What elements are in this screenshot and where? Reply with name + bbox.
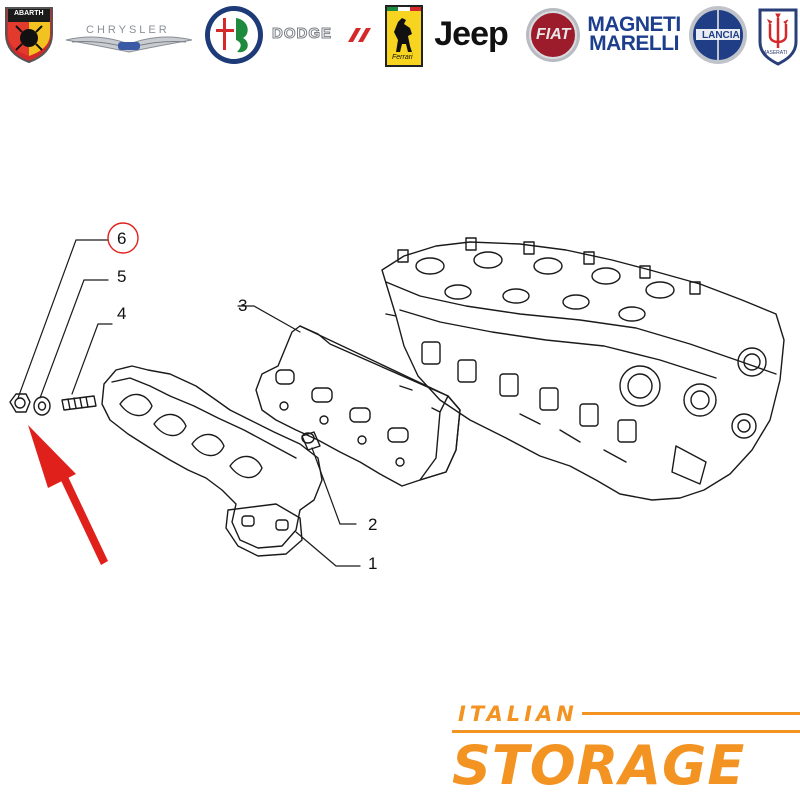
alfa-romeo-logo: [203, 4, 265, 66]
dodge-text: DODGE: [271, 25, 333, 43]
callout-2: 2: [368, 515, 378, 534]
callout-1: 1: [368, 554, 378, 573]
maserati-text: MASERATI: [762, 50, 788, 56]
callout-3: 3: [238, 296, 248, 315]
brand-stripes: [452, 712, 800, 733]
cylinder-head-drawing: [381, 237, 785, 501]
stud-drawing: [61, 395, 97, 411]
fiat-logo: FIAT: [524, 4, 582, 66]
dodge-logo: DODGE: [270, 4, 378, 64]
abarth-logo: ABARTH: [2, 4, 56, 64]
magneti-line2: MARELLI: [589, 32, 679, 55]
brand-main-text: STORAGE: [452, 734, 746, 797]
jeep-logo: Jeep: [428, 4, 514, 64]
magneti-marelli-text: MAGNETI MARELLI: [587, 13, 681, 55]
brand-top-text: ITALIAN: [458, 702, 578, 726]
washer-drawing: [33, 396, 51, 416]
magneti-line1: MAGNETI: [587, 13, 681, 36]
callout-6: 6: [117, 229, 127, 248]
chrysler-text: CHRYSLER: [86, 24, 170, 36]
dowel-drawing: [301, 431, 321, 451]
lancia-text: LANCIA: [702, 30, 740, 41]
chrysler-logo: CHRYSLER: [62, 4, 196, 64]
jeep-text: Jeep: [434, 14, 508, 53]
ferrari-text: Ferrari: [392, 54, 413, 61]
italian-storage-logo: ITALIAN STORAGE: [452, 700, 800, 800]
exhaust-manifold-drawing: [101, 365, 323, 557]
maserati-logo: MASERATI: [756, 4, 800, 66]
leader-lines: [17, 239, 361, 567]
fiat-text: FIAT: [536, 26, 571, 43]
callout-5: 5: [117, 267, 127, 286]
abarth-text: ABARTH: [14, 10, 44, 17]
brand-logo-strip: ABARTH CHRYSLER DODGE: [0, 0, 800, 70]
diagram-drawing: [9, 222, 785, 567]
callout-4: 4: [117, 304, 127, 323]
red-arrow: [28, 425, 108, 565]
exhaust-manifold-diagram: 6 5 4 3 2 1: [0, 70, 800, 690]
lancia-logo: LANCIA: [686, 4, 750, 66]
ferrari-logo: Ferrari: [384, 4, 424, 68]
callout-6-highlight: [107, 222, 139, 254]
nut-drawing: [9, 393, 31, 413]
manifold-gasket-drawing: [255, 325, 461, 487]
magneti-marelli-logo: MAGNETI MARELLI: [587, 4, 681, 64]
